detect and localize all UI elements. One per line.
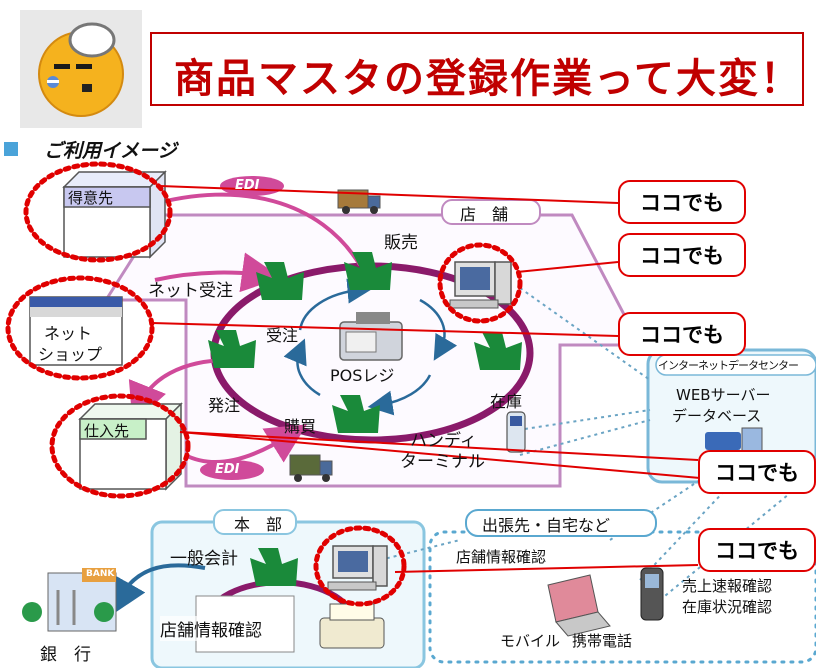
web-server-label: WEBサーバー <box>676 386 771 404</box>
stock-status-label: 在庫状況確認 <box>682 598 773 616</box>
remote-store-info-label: 店舗情報確認 <box>456 548 547 566</box>
callout-5: ココでも <box>698 528 816 572</box>
staff-aprons <box>208 252 522 586</box>
store-pc <box>449 261 512 309</box>
net-shop-label-1: ネット <box>44 324 93 343</box>
section-bullet-icon <box>4 142 18 156</box>
order-received-label: 受注 <box>266 326 299 345</box>
supplier-box <box>78 402 183 491</box>
edi-badge-bottom <box>200 460 264 480</box>
callout-1: ココでも <box>618 180 746 224</box>
handy-label-2: ターミナル <box>400 452 485 472</box>
ordering-label: 発注 <box>208 396 241 415</box>
net-order-label: ネット受注 <box>148 281 233 301</box>
purchase-label: 購買 <box>284 417 317 436</box>
accounting-label: 一般会計 <box>170 549 238 569</box>
store-label: 店 舗 <box>460 205 509 224</box>
callout-2: ココでも <box>618 233 746 277</box>
page-title: 商品マスタの登録作業って大変！ <box>174 56 802 102</box>
server-icon <box>705 427 763 453</box>
pos-register <box>339 312 403 361</box>
net-shop-label-2: ショップ <box>38 345 103 364</box>
pos-label: POSレジ <box>330 366 395 385</box>
title-banner: 商品マスタの登録作業って大変！ <box>150 32 804 106</box>
edi-label-top: EDI <box>235 178 260 193</box>
callout-3: ココでも <box>618 312 746 356</box>
phone-icon <box>640 567 664 621</box>
callout-4: ココでも <box>698 450 816 494</box>
laptop-icon <box>547 574 611 637</box>
handy-label-1: ハンディ <box>410 431 477 451</box>
customer-label: 得意先 <box>68 189 114 207</box>
edi-label-bottom: EDI <box>215 462 240 477</box>
handy-terminal <box>506 411 526 453</box>
hq-pc <box>327 545 388 591</box>
highlight-customer <box>23 161 173 263</box>
phone-label: 携帯電話 <box>572 632 633 650</box>
sales-label: 販売 <box>384 233 418 253</box>
net-shop-window <box>29 296 123 366</box>
delivery-truck-bottom <box>289 454 333 482</box>
database-label: データベース <box>672 407 762 425</box>
inventory-label: 在庫 <box>490 392 523 411</box>
bank-label: 銀 行 <box>40 645 91 665</box>
sales-report-label: 売上速報確認 <box>682 577 773 595</box>
section-label: ご利用イメージ <box>44 140 177 162</box>
bank-building <box>22 568 117 632</box>
bank-sign: BANK <box>86 569 115 579</box>
printer-icon <box>319 603 385 649</box>
face-icon <box>20 10 142 128</box>
datacenter-header: インターネットデータセンター <box>658 359 799 372</box>
highlight-net-shop <box>5 275 155 381</box>
remote-label: 出張先・自宅など <box>482 516 611 535</box>
mobile-label: モバイル <box>500 632 561 650</box>
hq-store-info-label: 店舗情報確認 <box>160 616 262 641</box>
highlight-hq-pc <box>313 525 407 607</box>
highlight-supplier <box>49 393 191 499</box>
highlight-store-pc <box>437 242 523 324</box>
supplier-label: 仕入先 <box>84 422 130 440</box>
customer-box <box>62 170 167 259</box>
hq-label: 本 部 <box>234 515 283 534</box>
delivery-truck-top <box>337 189 381 214</box>
